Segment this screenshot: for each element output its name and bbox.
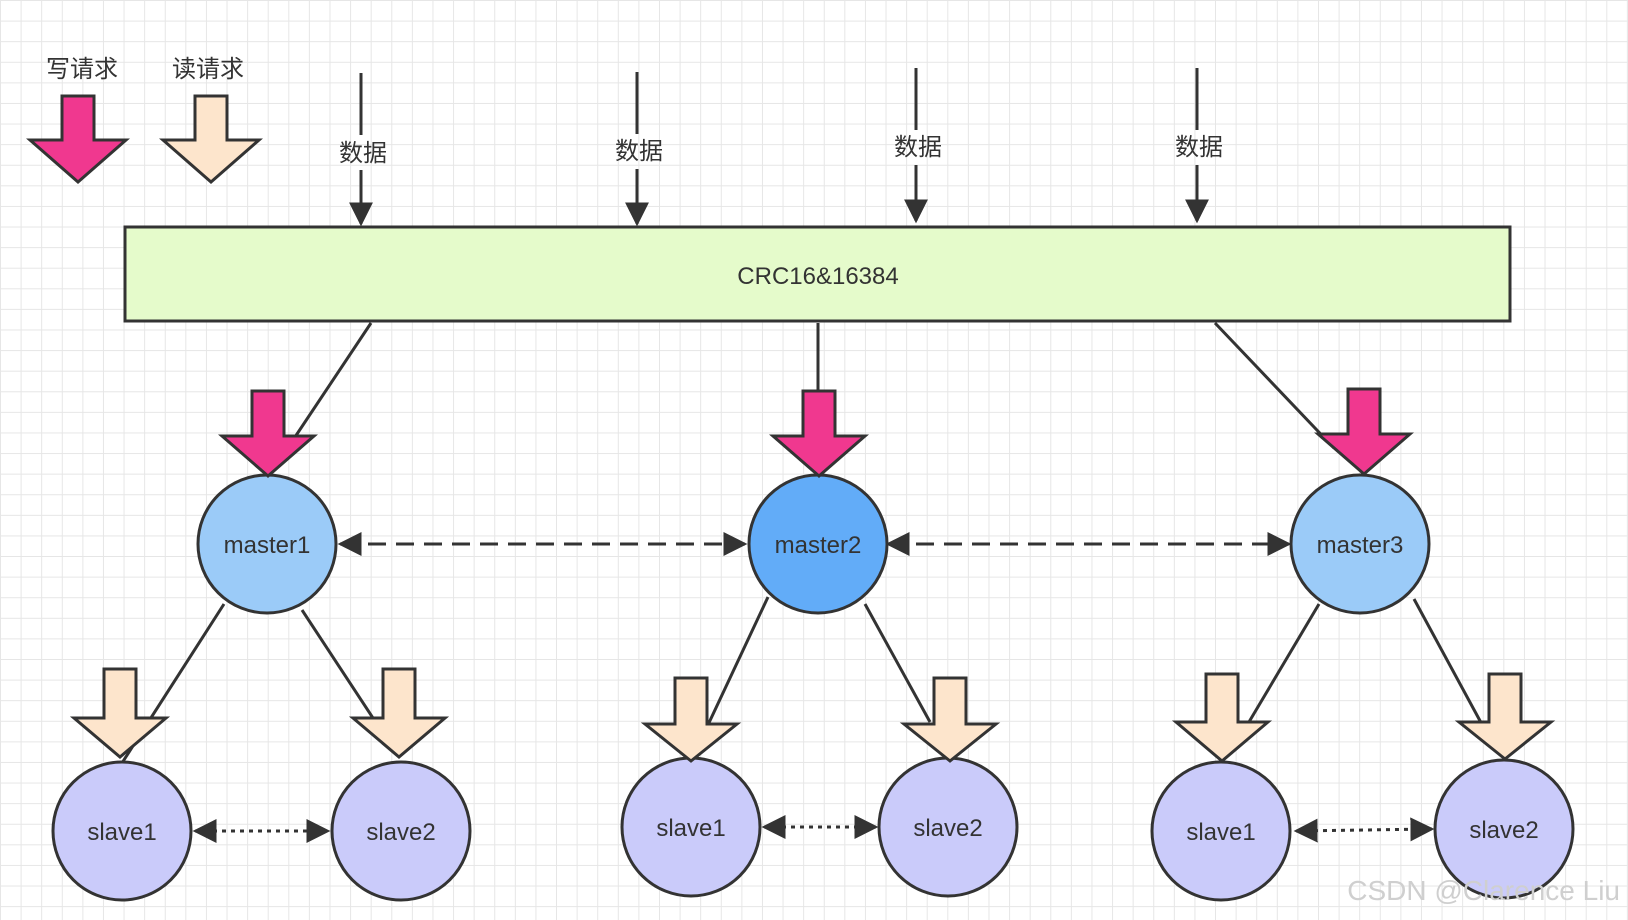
- write-arrow-icon: [1313, 387, 1415, 476]
- read-arrow-icon: [69, 667, 171, 759]
- link-bar-master3: [1213, 321, 1336, 450]
- read-arrow-icon: [640, 676, 742, 763]
- watermark: CSDN @Clarence Liu: [1347, 875, 1620, 906]
- slave-label: slave1: [1186, 819, 1255, 846]
- data-label: 数据: [1175, 134, 1223, 161]
- master-node-1: master1: [196, 473, 338, 615]
- read-arrow-icon: [348, 667, 450, 759]
- data-label: 数据: [615, 138, 663, 165]
- slave-label: slave1: [87, 819, 156, 846]
- master-label: master1: [224, 532, 311, 559]
- data-input-2: 数据: [615, 72, 663, 227]
- master-label: master2: [775, 532, 862, 559]
- read-request-label: 读请求: [172, 56, 244, 83]
- slave-node-3-1: slave1: [1150, 760, 1292, 902]
- slave-node-3-2: slave2: [1433, 758, 1575, 900]
- write-request-label: 写请求: [46, 56, 118, 83]
- slave-node-1-1: slave1: [51, 760, 193, 902]
- read-request-arrow-icon: [159, 94, 263, 184]
- write-request-arrow-icon: [26, 94, 130, 184]
- data-input-1: 数据: [339, 73, 387, 227]
- slave-read-arrows: [69, 667, 1556, 763]
- write-arrow-icon: [217, 389, 319, 478]
- master-node-3: master3: [1289, 473, 1431, 615]
- link-bar-master1: [291, 322, 373, 441]
- master-to-slave-links: [120, 596, 1487, 764]
- data-label: 数据: [339, 140, 387, 167]
- legend: 写请求 读请求: [26, 56, 263, 184]
- slave-node-1-2: slave2: [330, 760, 472, 902]
- hash-slot-label: CRC16&16384: [737, 263, 898, 290]
- write-arrow-icon: [768, 389, 870, 478]
- hash-slot-bar: CRC16&16384: [123, 225, 1512, 323]
- read-arrow-icon: [1454, 672, 1556, 761]
- master-write-arrows: [217, 387, 1415, 478]
- data-input-4: 数据: [1175, 68, 1223, 224]
- slave-node-2-1: slave1: [620, 756, 762, 898]
- slave-label: slave2: [1469, 817, 1538, 844]
- bar-to-master-links: [291, 321, 1336, 450]
- slave-label: slave1: [656, 815, 725, 842]
- master-node-2: master2: [747, 473, 889, 615]
- master-label: master3: [1317, 532, 1404, 559]
- data-inputs: 数据 数据 数据 数据: [339, 68, 1223, 227]
- read-arrow-icon: [899, 676, 1001, 763]
- slave-label: slave2: [913, 815, 982, 842]
- data-label: 数据: [894, 134, 942, 161]
- slave-label: slave2: [366, 819, 435, 846]
- data-input-3: 数据: [894, 68, 942, 224]
- slave-peer-links: [192, 815, 1435, 843]
- read-arrow-icon: [1171, 672, 1273, 763]
- slave-node-2-2: slave2: [877, 756, 1019, 898]
